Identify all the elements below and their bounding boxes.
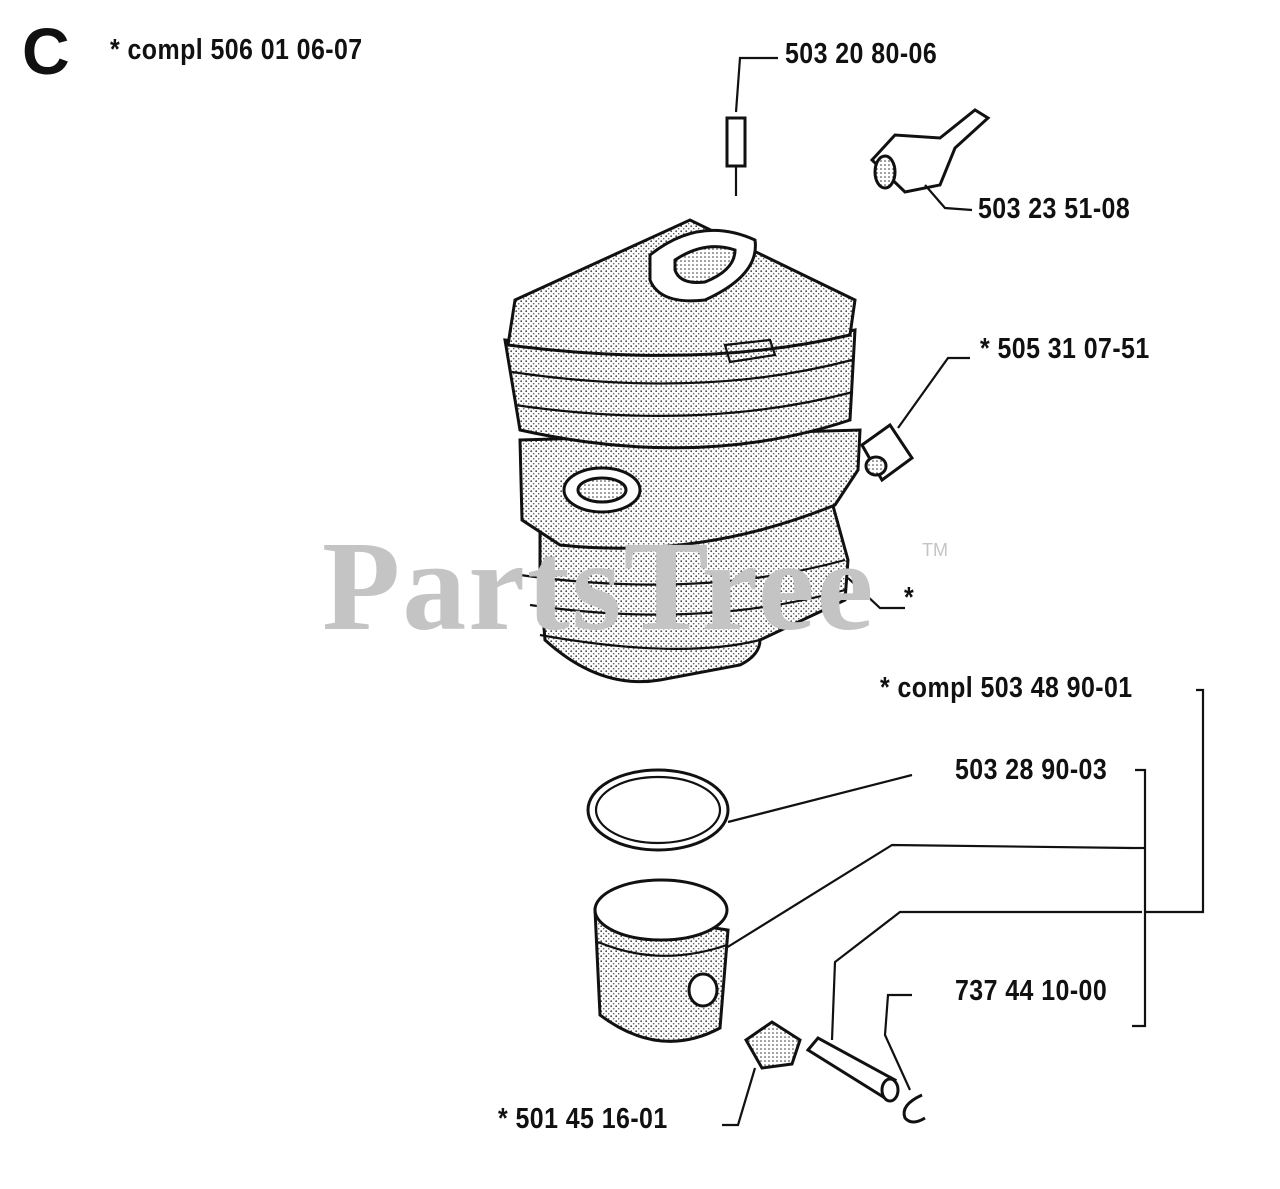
label-nut: * 505 31 07-51 (980, 333, 1150, 365)
spark-plug-part (869, 108, 991, 212)
cylinder-part (503, 218, 862, 684)
piston-ring-part (586, 768, 913, 852)
section-letter: C (22, 14, 70, 88)
watermark-text: PartsTree (322, 515, 876, 657)
circlip-part (883, 993, 926, 1124)
piston-pin-part (805, 910, 1142, 1103)
decompression-valve-part (725, 56, 778, 196)
gasket-leader-line (847, 577, 905, 610)
assembly-bracket (1132, 688, 1205, 1028)
label-gasket-marker: * (904, 582, 915, 614)
label-circlip: 737 44 10-00 (955, 975, 1108, 1007)
label-cylinder-assembly: * compl 506 01 06-07 (110, 34, 363, 66)
label-piston-ring: 503 28 90-03 (955, 754, 1108, 786)
label-needle-bearing: * 501 45 16-01 (498, 1103, 668, 1135)
label-decompression-valve: 503 20 80-06 (785, 38, 938, 70)
needle-bearing-part (722, 1020, 802, 1127)
label-spark-plug: 503 23 51-08 (978, 193, 1131, 225)
piston-part (593, 843, 1133, 1043)
watermark-trademark: TM (922, 540, 948, 560)
nut-part (860, 356, 970, 483)
label-piston-assembly: * compl 503 48 90-01 (880, 672, 1133, 704)
